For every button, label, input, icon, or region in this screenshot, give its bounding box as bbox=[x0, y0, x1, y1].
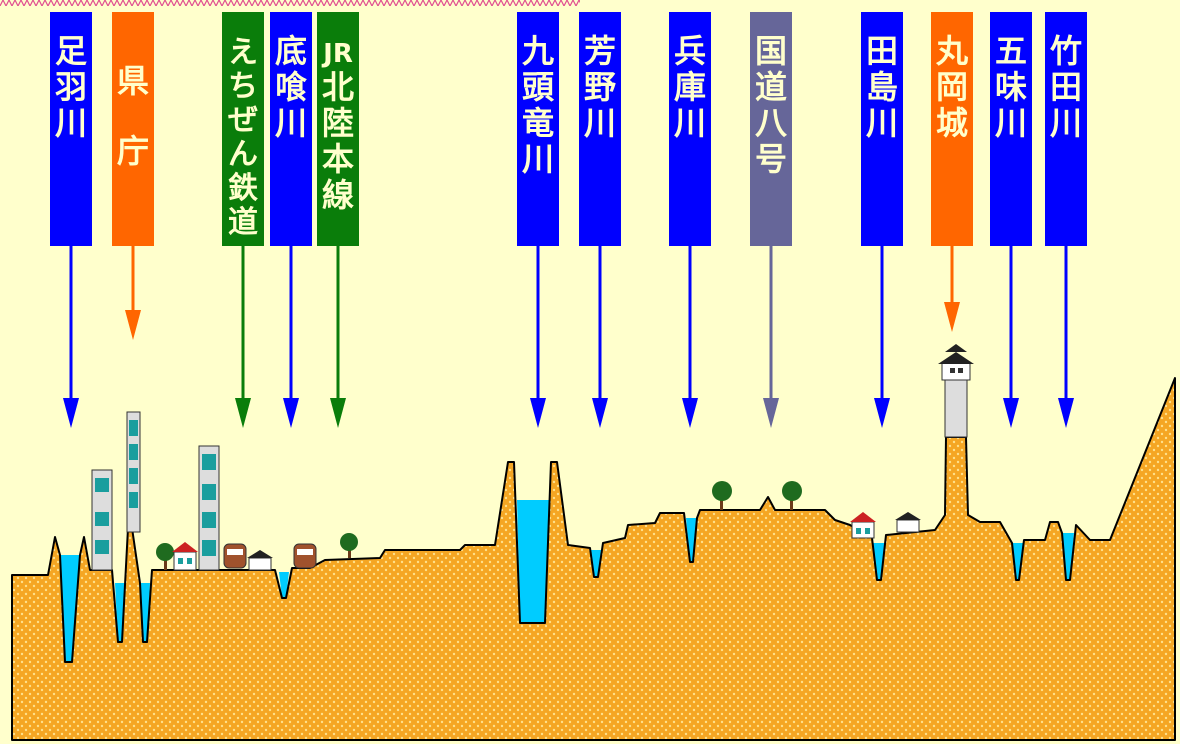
arrow-head-jr bbox=[330, 398, 346, 428]
tree-icon bbox=[782, 481, 802, 510]
label-box-hagano bbox=[579, 12, 621, 246]
label-kuzuryu: 九頭竜川 bbox=[517, 12, 559, 428]
label-box-kencho bbox=[112, 12, 154, 246]
label-box-asuwa bbox=[50, 12, 92, 246]
label-box-jr bbox=[317, 12, 359, 246]
label-text-takeda: 竹田川 bbox=[1050, 32, 1082, 142]
tree-icon bbox=[712, 481, 732, 510]
label-sokobami: 底喰川 bbox=[270, 12, 312, 428]
house-icon bbox=[850, 512, 876, 539]
label-maruoka: 丸岡城 bbox=[931, 12, 973, 332]
arrow-head-hagano bbox=[592, 398, 608, 428]
label-text-hagano: 芳野川 bbox=[584, 32, 616, 142]
label-text-sokobami: 底喰川 bbox=[275, 32, 307, 142]
arrow-head-echizen bbox=[235, 398, 251, 428]
label-text-route8: 国道八号 bbox=[755, 32, 788, 178]
arrow-head-kuzuryu bbox=[530, 398, 546, 428]
water-kuzuryu bbox=[517, 500, 551, 623]
label-text-gomi: 五味川 bbox=[995, 32, 1027, 142]
train-icon bbox=[293, 543, 317, 569]
label-echizen: えちぜん鉄道 bbox=[222, 12, 264, 428]
water-asuwa bbox=[60, 555, 80, 662]
tree-icon bbox=[156, 543, 174, 570]
buildings bbox=[91, 344, 974, 571]
label-kencho: 県庁 bbox=[112, 12, 154, 340]
label-text-tajima: 田島川 bbox=[866, 32, 898, 142]
label-text-echizen: えちぜん鉄道 bbox=[228, 35, 258, 240]
arrow-head-sokobami bbox=[283, 398, 299, 428]
label-box-kuzuryu bbox=[517, 12, 559, 246]
label-hyogo: 兵庫川 bbox=[669, 12, 711, 428]
arrow-head-kencho bbox=[125, 310, 141, 340]
label-box-echizen bbox=[222, 12, 264, 246]
office-building-2 bbox=[198, 445, 220, 571]
label-box-takeda bbox=[1045, 12, 1087, 246]
label-box-hyogo bbox=[669, 12, 711, 246]
label-tajima: 田島川 bbox=[861, 12, 903, 428]
arrow-head-asuwa bbox=[63, 398, 79, 428]
label-text-asuwa: 足羽川 bbox=[55, 32, 87, 142]
label-route8: 国道八号 bbox=[750, 12, 792, 428]
arrow-head-route8 bbox=[763, 398, 779, 428]
label-gomi: 五味川 bbox=[990, 12, 1032, 428]
terrain bbox=[11, 377, 1176, 741]
arrow-head-takeda bbox=[1058, 398, 1074, 428]
label-text-kuzuryu: 九頭竜川 bbox=[522, 32, 555, 178]
arrow-head-tajima bbox=[874, 398, 890, 428]
label-box-tajima bbox=[861, 12, 903, 246]
label-box-route8 bbox=[750, 12, 792, 246]
label-text-hyogo: 兵庫川 bbox=[674, 32, 706, 142]
small-house-icon bbox=[895, 512, 921, 533]
label-takeda: 竹田川 bbox=[1045, 12, 1087, 428]
label-box-maruoka bbox=[931, 12, 973, 246]
prefectural-office-tower bbox=[126, 411, 141, 533]
arrow-head-maruoka bbox=[944, 302, 960, 332]
arrow-head-gomi bbox=[1003, 398, 1019, 428]
tree-icon bbox=[340, 533, 358, 558]
label-box-gomi bbox=[990, 12, 1032, 246]
label-asuwa: 足羽川 bbox=[50, 12, 92, 428]
house-icon bbox=[172, 542, 198, 571]
top-border bbox=[0, 0, 580, 6]
office-building-1 bbox=[91, 469, 113, 571]
train-icon bbox=[223, 543, 247, 569]
label-box-sokobami bbox=[270, 12, 312, 246]
castle-icon bbox=[938, 344, 974, 438]
arrow-head-hyogo bbox=[682, 398, 698, 428]
label-text-kencho: 県庁 bbox=[117, 62, 149, 170]
small-house-icon bbox=[247, 550, 273, 571]
label-text-maruoka: 丸岡城 bbox=[935, 32, 968, 142]
label-hagano: 芳野川 bbox=[579, 12, 621, 428]
